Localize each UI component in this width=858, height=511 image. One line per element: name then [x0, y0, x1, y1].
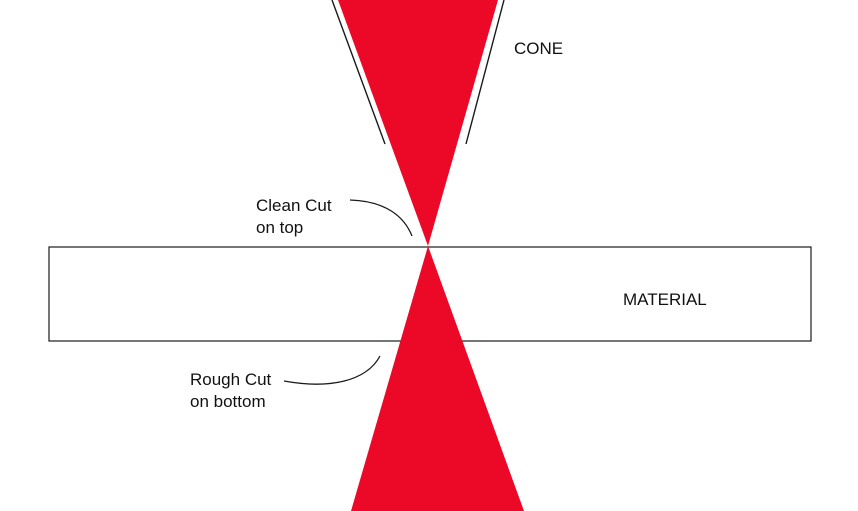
- clean-cut-label-line1: Clean Cut: [256, 196, 332, 215]
- clean-cut-pointer: [349, 199, 413, 237]
- upper-cone-beam: [338, 0, 498, 246]
- rough-cut-pointer: [283, 355, 381, 385]
- rough-cut-label-line1: Rough Cut: [190, 370, 272, 389]
- cone-label: CONE: [514, 39, 563, 58]
- cone-outline-right: [465, 0, 505, 145]
- lower-cone-beam: [351, 246, 524, 511]
- clean-cut-label-line2: on top: [256, 218, 303, 237]
- rough-cut-label-line2: on bottom: [190, 392, 266, 411]
- cone-outline-left: [331, 0, 386, 145]
- material-label: MATERIAL: [623, 290, 707, 309]
